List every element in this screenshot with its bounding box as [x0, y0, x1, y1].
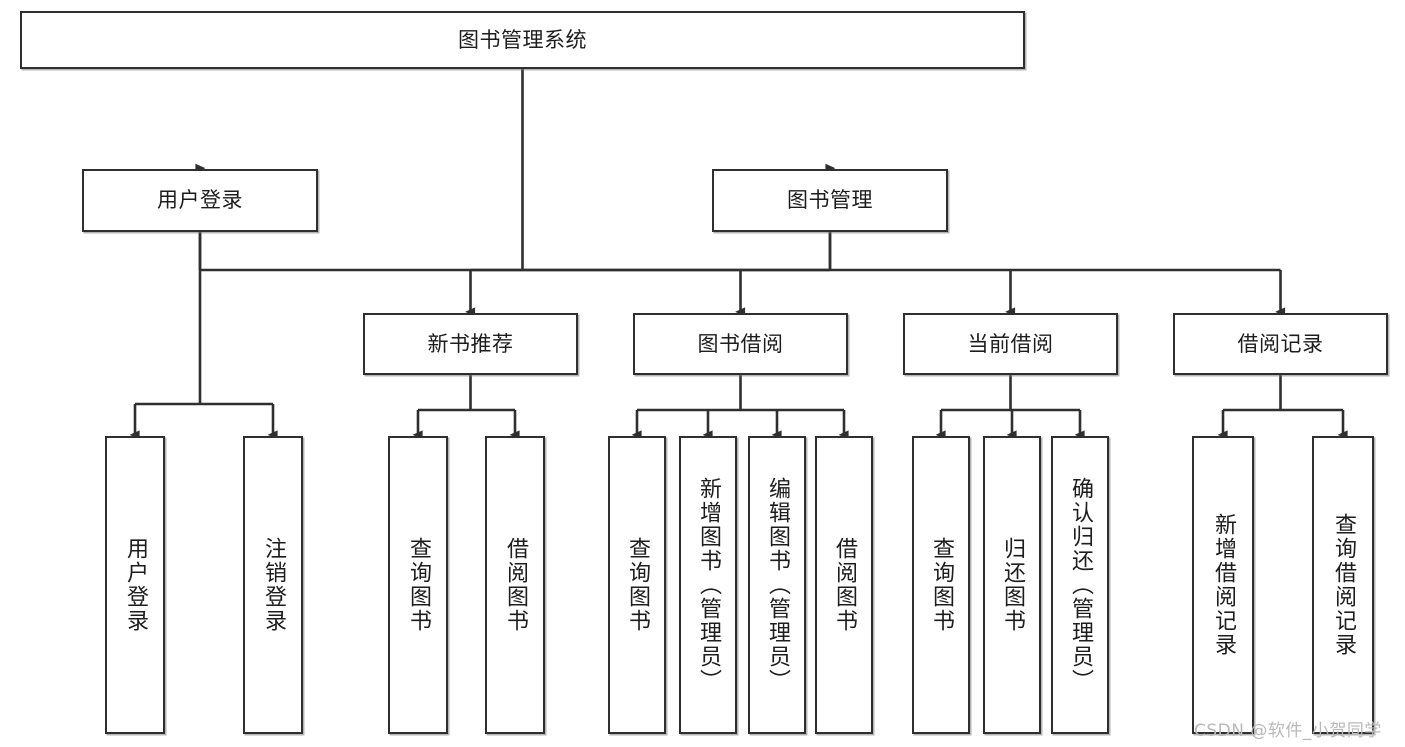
node-label: 查询借阅记录 [1330, 513, 1356, 657]
node-leaf-add-book[interactable]: 新增图书（管理员） [679, 436, 737, 734]
node-leaf-query-book-3[interactable]: 查询图书 [912, 436, 970, 734]
node-label: 新增借阅记录 [1210, 513, 1236, 657]
node-label: 用户登录 [122, 537, 148, 633]
node-root[interactable]: 图书管理系统 [20, 11, 1025, 69]
node-borrow-record[interactable]: 借阅记录 [1173, 313, 1388, 375]
node-leaf-borrow-book-2[interactable]: 借阅图书 [815, 436, 873, 734]
node-leaf-user-login[interactable]: 用户登录 [105, 436, 165, 734]
node-leaf-user-logout[interactable]: 注销登录 [243, 436, 303, 734]
node-label: 图书管理系统 [458, 27, 587, 52]
node-user-login[interactable]: 用户登录 [82, 169, 318, 232]
node-current-borrow[interactable]: 当前借阅 [903, 313, 1118, 375]
node-leaf-edit-book[interactable]: 编辑图书（管理员） [748, 436, 806, 734]
node-label: 查询图书 [928, 537, 954, 633]
node-label: 借阅图书 [831, 537, 857, 633]
node-book-borrow[interactable]: 图书借阅 [633, 313, 848, 375]
node-label: 图书借阅 [697, 331, 784, 356]
node-leaf-query-book-1[interactable]: 查询图书 [388, 436, 448, 734]
node-book-mgmt[interactable]: 图书管理 [712, 169, 948, 232]
node-leaf-borrow-book-1[interactable]: 借阅图书 [485, 436, 545, 734]
node-leaf-confirm-return[interactable]: 确认归还（管理员） [1051, 436, 1109, 734]
node-label: 新书推荐 [427, 331, 514, 356]
node-new-book-rec[interactable]: 新书推荐 [363, 313, 578, 375]
node-label: 查询图书 [405, 537, 431, 633]
node-label: 新增图书（管理员） [695, 477, 721, 693]
node-label: 当前借阅 [967, 331, 1054, 356]
node-leaf-query-record[interactable]: 查询借阅记录 [1312, 436, 1374, 734]
node-label: 借阅记录 [1237, 331, 1324, 356]
node-label: 归还图书 [999, 537, 1025, 633]
node-label: 编辑图书（管理员） [764, 477, 790, 693]
node-leaf-query-book-2[interactable]: 查询图书 [608, 436, 666, 734]
node-label: 用户登录 [157, 188, 243, 213]
node-label: 借阅图书 [502, 537, 528, 633]
node-label: 确认归还（管理员） [1067, 477, 1093, 693]
node-leaf-add-record[interactable]: 新增借阅记录 [1192, 436, 1254, 734]
node-label: 注销登录 [260, 537, 286, 633]
node-leaf-return-book[interactable]: 归还图书 [983, 436, 1041, 734]
node-label: 图书管理 [787, 188, 873, 213]
node-label: 查询图书 [624, 537, 650, 633]
